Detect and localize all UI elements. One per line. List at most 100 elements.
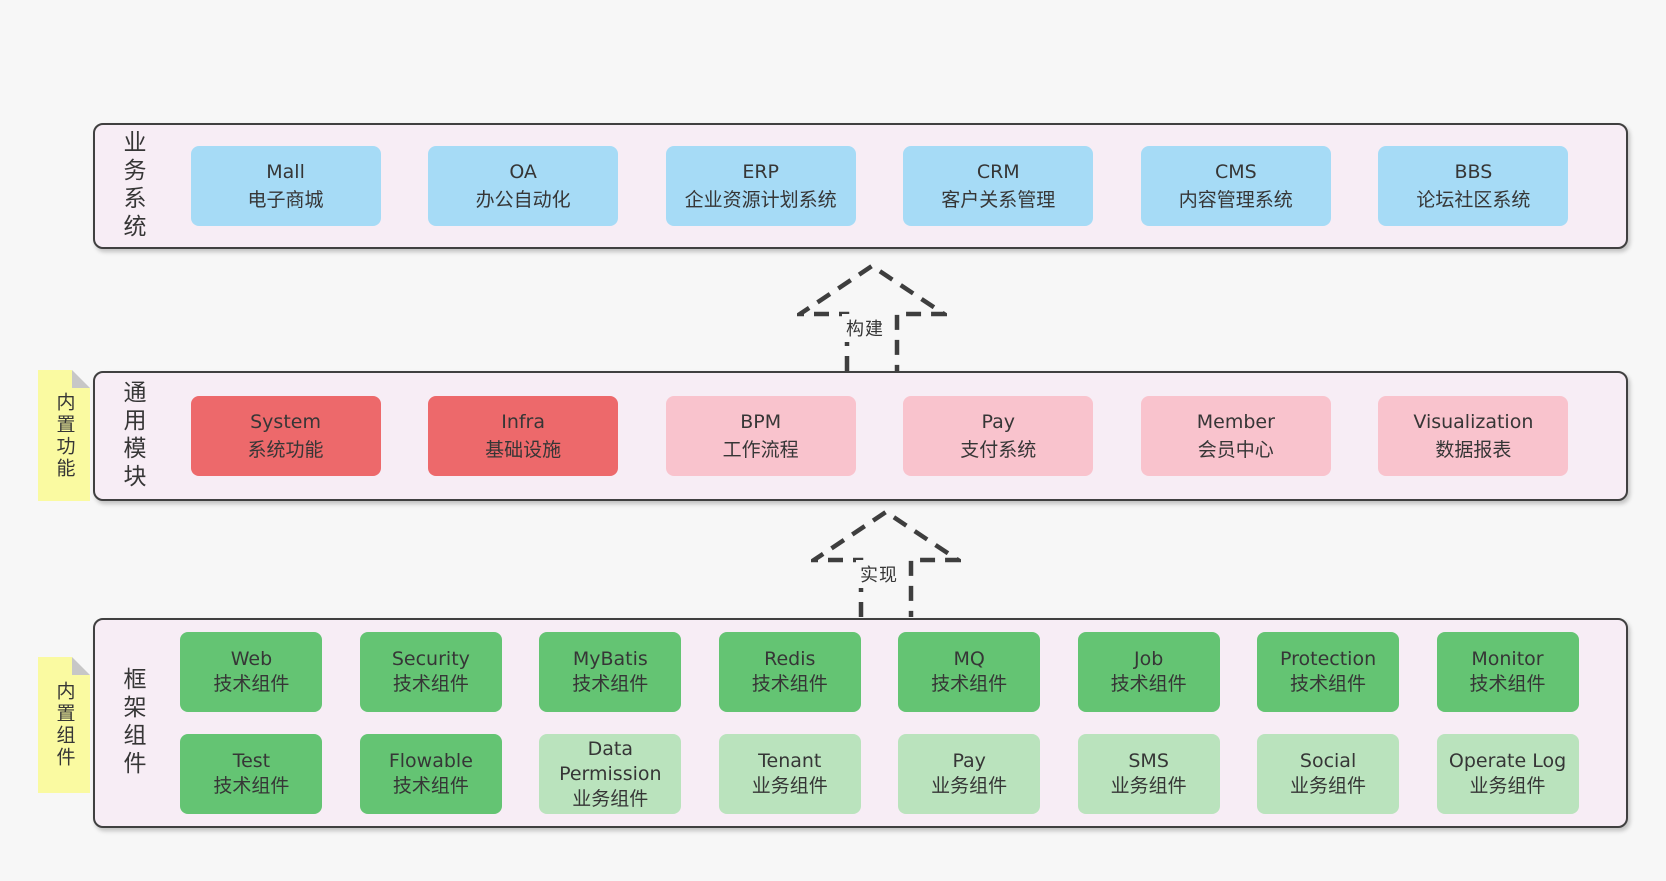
box-redis: Redis 技术组件 [718, 632, 861, 712]
box-mybatis-en: MyBatis [572, 648, 648, 670]
builtin-components-sticky: 内置组件 [38, 657, 90, 793]
box-erp-zh: 企业资源计划系统 [684, 189, 837, 211]
framework-row-1: Web 技术组件 Security 技术组件 MyBatis 技术组件 Redi… [143, 632, 1616, 712]
box-monitor-en: Monitor [1471, 648, 1544, 670]
box-pay-biz: Pay 业务组件 [898, 734, 1041, 814]
implement-arrow-label: 实现 [856, 560, 902, 588]
box-member: Member 会员中心 [1140, 396, 1331, 476]
box-crm: CRM 客户关系管理 [903, 146, 1094, 226]
business-systems-section: 业务系统 Mall 电子商城 OA 办公自动化 ERP 企业资源计划系统 CRM… [93, 123, 1628, 249]
box-social: Social 业务组件 [1257, 734, 1400, 814]
box-bbs-zh: 论坛社区系统 [1416, 189, 1531, 211]
box-web: Web 技术组件 [180, 632, 323, 712]
box-social-zh: 业务组件 [1290, 775, 1367, 797]
box-test-en: Test [232, 750, 271, 772]
box-mall-en: Mall [266, 161, 305, 183]
box-data-permission-en: Data Permission [559, 737, 662, 785]
box-visualization-en: Visualization [1413, 411, 1534, 433]
box-infra-zh: 基础设施 [485, 439, 562, 461]
builtin-features-label: 内置功能 [53, 391, 76, 480]
box-pay-zh: 支付系统 [960, 439, 1037, 461]
box-pay-biz-zh: 业务组件 [931, 775, 1008, 797]
box-visualization: Visualization 数据报表 [1378, 396, 1569, 476]
box-tenant: Tenant 业务组件 [718, 734, 861, 814]
box-job-zh: 技术组件 [1110, 673, 1187, 695]
box-mall: Mall 电子商城 [190, 146, 381, 226]
box-bpm: BPM 工作流程 [665, 396, 856, 476]
box-security: Security 技术组件 [359, 632, 502, 712]
framework-components-label: 框架组件 [119, 667, 145, 779]
common-modules-label: 通用模块 [119, 380, 145, 492]
box-tenant-zh: 业务组件 [751, 775, 828, 797]
box-protection-en: Protection [1280, 648, 1377, 670]
box-test-zh: 技术组件 [213, 775, 290, 797]
sticky-fold-icon [72, 657, 90, 675]
box-web-en: Web [230, 648, 273, 670]
business-systems-label: 业务系统 [119, 130, 145, 242]
box-member-en: Member [1196, 411, 1275, 433]
box-system-en: System [250, 411, 321, 433]
box-mybatis: MyBatis 技术组件 [539, 632, 682, 712]
box-flowable-zh: 技术组件 [392, 775, 469, 797]
builtin-features-sticky: 内置功能 [38, 370, 90, 501]
box-flowable-en: Flowable [388, 750, 473, 772]
box-operate-log: Operate Log 业务组件 [1436, 734, 1579, 814]
box-oa-en: OA [509, 161, 537, 183]
box-redis-en: Redis [764, 648, 816, 670]
box-infra-en: Infra [501, 411, 546, 433]
box-visualization-zh: 数据报表 [1435, 439, 1512, 461]
box-job: Job 技术组件 [1077, 632, 1220, 712]
box-sms: SMS 业务组件 [1077, 734, 1220, 814]
box-infra: Infra 基础设施 [428, 396, 619, 476]
box-member-zh: 会员中心 [1197, 439, 1274, 461]
box-cms: CMS 内容管理系统 [1140, 146, 1331, 226]
box-pay-en: Pay [981, 411, 1016, 433]
box-redis-zh: 技术组件 [751, 673, 828, 695]
box-system: System 系统功能 [190, 396, 381, 476]
box-oa-zh: 办公自动化 [475, 189, 571, 211]
box-data-permission: Data Permission 业务组件 [539, 734, 682, 814]
box-mq-zh: 技术组件 [931, 673, 1008, 695]
box-crm-zh: 客户关系管理 [941, 189, 1056, 211]
box-crm-en: CRM [976, 161, 1020, 183]
box-flowable: Flowable 技术组件 [359, 734, 502, 814]
box-test: Test 技术组件 [180, 734, 323, 814]
box-security-zh: 技术组件 [392, 673, 469, 695]
box-web-zh: 技术组件 [213, 673, 290, 695]
framework-components-section: 框架组件 Web 技术组件 Security 技术组件 MyBatis 技术组件… [93, 618, 1628, 828]
box-operate-log-en: Operate Log [1448, 750, 1567, 772]
box-bpm-zh: 工作流程 [722, 439, 799, 461]
framework-row-2: Test 技术组件 Flowable 技术组件 Data Permission … [143, 734, 1616, 814]
box-mq: MQ 技术组件 [898, 632, 1041, 712]
common-modules-section: 通用模块 System 系统功能 Infra 基础设施 BPM 工作流程 Pay… [93, 371, 1628, 501]
box-tenant-en: Tenant [758, 750, 822, 772]
box-monitor: Monitor 技术组件 [1436, 632, 1579, 712]
box-cms-zh: 内容管理系统 [1178, 189, 1293, 211]
box-protection-zh: 技术组件 [1290, 673, 1367, 695]
box-mybatis-zh: 技术组件 [572, 673, 649, 695]
builtin-components-label: 内置组件 [53, 681, 76, 769]
box-operate-log-zh: 业务组件 [1469, 775, 1546, 797]
box-pay: Pay 支付系统 [903, 396, 1094, 476]
build-arrow-label: 构建 [842, 314, 888, 342]
box-bpm-en: BPM [740, 411, 782, 433]
box-bbs: BBS 论坛社区系统 [1378, 146, 1569, 226]
box-job-en: Job [1133, 648, 1164, 670]
box-sms-en: SMS [1128, 750, 1169, 772]
box-oa: OA 办公自动化 [428, 146, 619, 226]
box-mq-en: MQ [953, 648, 985, 670]
box-erp: ERP 企业资源计划系统 [665, 146, 856, 226]
box-security-en: Security [391, 648, 470, 670]
box-social-en: Social [1299, 750, 1357, 772]
box-data-permission-zh: 业务组件 [572, 787, 649, 810]
box-cms-en: CMS [1214, 161, 1257, 183]
box-erp-en: ERP [742, 161, 780, 183]
framework-components-rows: Web 技术组件 Security 技术组件 MyBatis 技术组件 Redi… [143, 632, 1616, 814]
box-system-zh: 系统功能 [247, 439, 324, 461]
box-monitor-zh: 技术组件 [1469, 673, 1546, 695]
box-pay-biz-en: Pay [952, 750, 986, 772]
box-protection: Protection 技术组件 [1257, 632, 1400, 712]
box-bbs-en: BBS [1454, 161, 1493, 183]
sticky-fold-icon [72, 370, 90, 388]
box-sms-zh: 业务组件 [1110, 775, 1187, 797]
